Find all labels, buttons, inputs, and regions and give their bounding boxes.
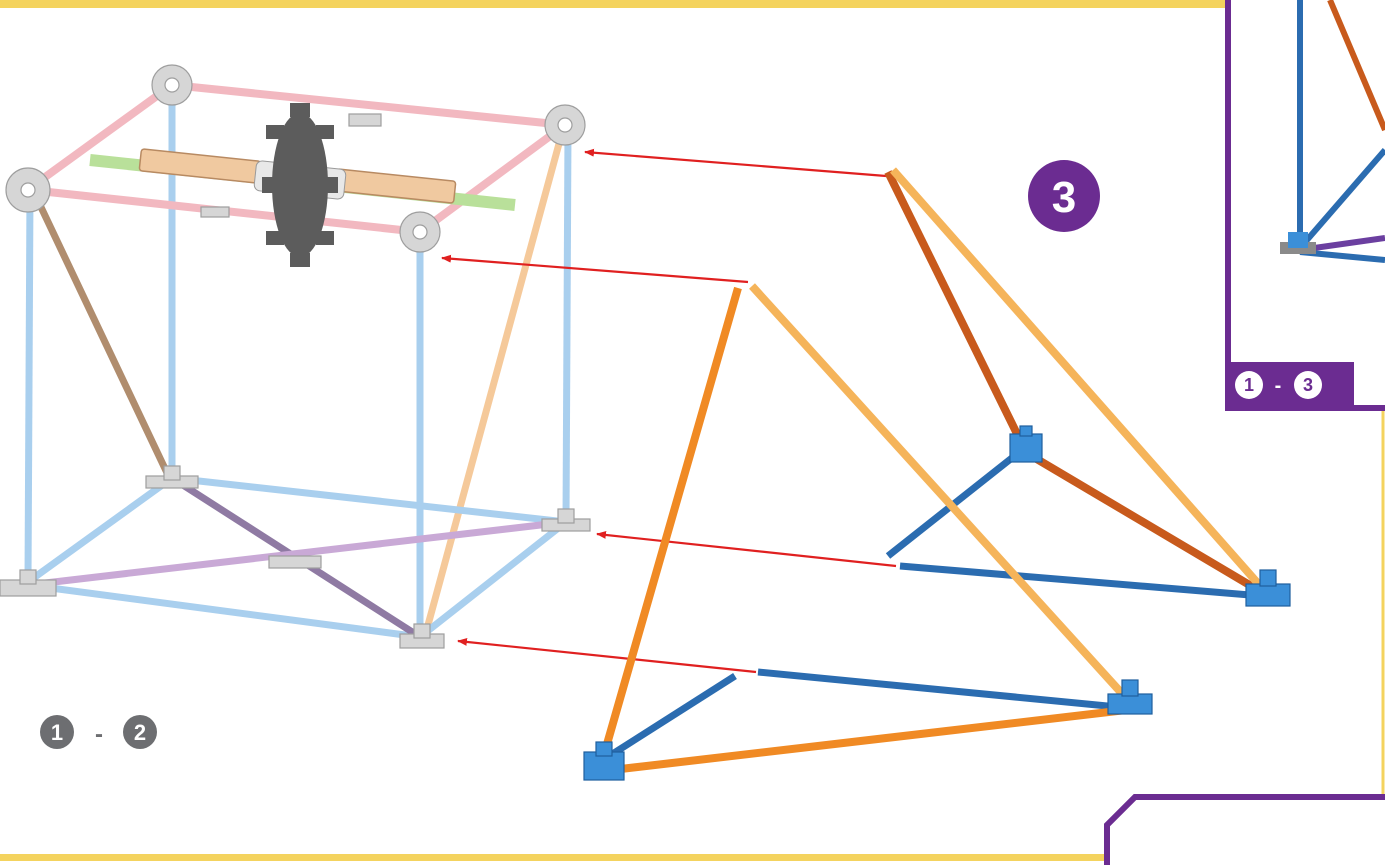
connector-bottom-back-left-icon xyxy=(145,465,199,489)
connector-top-front-right-icon xyxy=(399,211,441,253)
main-range-to: 2 xyxy=(134,720,146,745)
rod-dark-orange-lower xyxy=(1027,451,1261,594)
connector-blue-front-left-icon xyxy=(583,741,625,781)
inset-connector-icon xyxy=(1280,232,1316,254)
main-step-range: 1 - 2 xyxy=(40,715,157,749)
connector-front-mid-icon xyxy=(200,206,230,218)
inset-range-separator: - xyxy=(1275,375,1282,397)
inset-label-tab xyxy=(1228,362,1354,408)
step-badge-circle xyxy=(1028,160,1100,232)
inset-range-from: 1 xyxy=(1244,375,1254,395)
rod-bottom-right xyxy=(417,519,569,640)
main-range-from: 1 xyxy=(51,720,63,745)
connector-blue-front-right-icon xyxy=(1107,679,1153,715)
rod-vertical-front-left xyxy=(24,189,34,581)
rod-top-back xyxy=(171,81,566,129)
top-yellow-border xyxy=(0,0,1228,8)
rod-orange-front-left xyxy=(599,286,742,760)
arrow-to-top-front-right xyxy=(441,254,749,284)
rod-light-orange-back xyxy=(890,167,1265,591)
connector-top-mid-icon xyxy=(348,113,382,127)
inset-rod-blue-diagonal xyxy=(1297,148,1385,250)
rod-blue-back-diagonal xyxy=(885,447,1025,559)
inset-range-to: 3 xyxy=(1303,375,1313,395)
connection-arrows xyxy=(441,148,897,674)
rod-bottom-back xyxy=(171,474,567,526)
connector-top-front-left-icon xyxy=(5,167,51,213)
connector-bottom-front-left-icon xyxy=(0,569,57,597)
rod-blue-back-bottom xyxy=(899,562,1263,600)
main-range-from-badge xyxy=(40,715,74,749)
inset-step-range: 1 - 3 xyxy=(1235,371,1322,399)
connector-top-back-left-icon xyxy=(151,64,193,106)
connector-bottom-back-right-icon xyxy=(541,508,591,532)
connector-top-back-right-icon xyxy=(544,104,586,146)
main-range-separator: - xyxy=(95,721,103,748)
rod-blue-front-diagonal xyxy=(601,673,737,763)
rod-vertical-back-right xyxy=(562,129,572,521)
triangle-assembly xyxy=(583,167,1291,781)
rod-top-right xyxy=(417,121,568,236)
rod-blue-front-bottom xyxy=(757,668,1129,712)
bottom-yellow-border xyxy=(0,854,1105,861)
connector-blue-back-right-icon xyxy=(1245,569,1291,607)
rod-orange-front-bottom xyxy=(611,706,1127,774)
rod-dark-orange-upper xyxy=(884,170,1026,446)
main-range-to-badge xyxy=(123,715,157,749)
connector-blue-back-top-icon xyxy=(1009,425,1043,463)
rod-bottom-diagonal-lilac xyxy=(27,518,567,589)
cube-frame-assembly xyxy=(0,64,591,649)
rod-brace-tan xyxy=(36,203,172,477)
arrow-to-bottom-front-right xyxy=(457,637,757,674)
inset-range-from-badge xyxy=(1235,371,1263,399)
arrow-to-bottom-back-right xyxy=(596,530,897,568)
rod-brace-peach xyxy=(424,139,564,626)
next-panel-frame xyxy=(1104,794,1385,865)
rod-top-left xyxy=(27,81,175,192)
arrow-to-top-back-right xyxy=(584,148,887,178)
step-badge: 3 xyxy=(1028,160,1100,232)
axle-holder-left xyxy=(138,148,262,184)
inset-panel xyxy=(1225,0,1385,411)
sprocket-gear-icon xyxy=(262,103,338,267)
inset-range-to-badge xyxy=(1294,371,1322,399)
connector-bottom-front-right-icon xyxy=(399,623,445,649)
rod-bottom-left xyxy=(25,475,175,585)
inset-rod-orange xyxy=(1327,0,1385,132)
rod-bottom-front xyxy=(27,581,421,641)
step-number: 3 xyxy=(1052,173,1076,222)
rod-light-orange-front xyxy=(749,283,1129,701)
connector-bottom-center-icon xyxy=(268,555,322,569)
